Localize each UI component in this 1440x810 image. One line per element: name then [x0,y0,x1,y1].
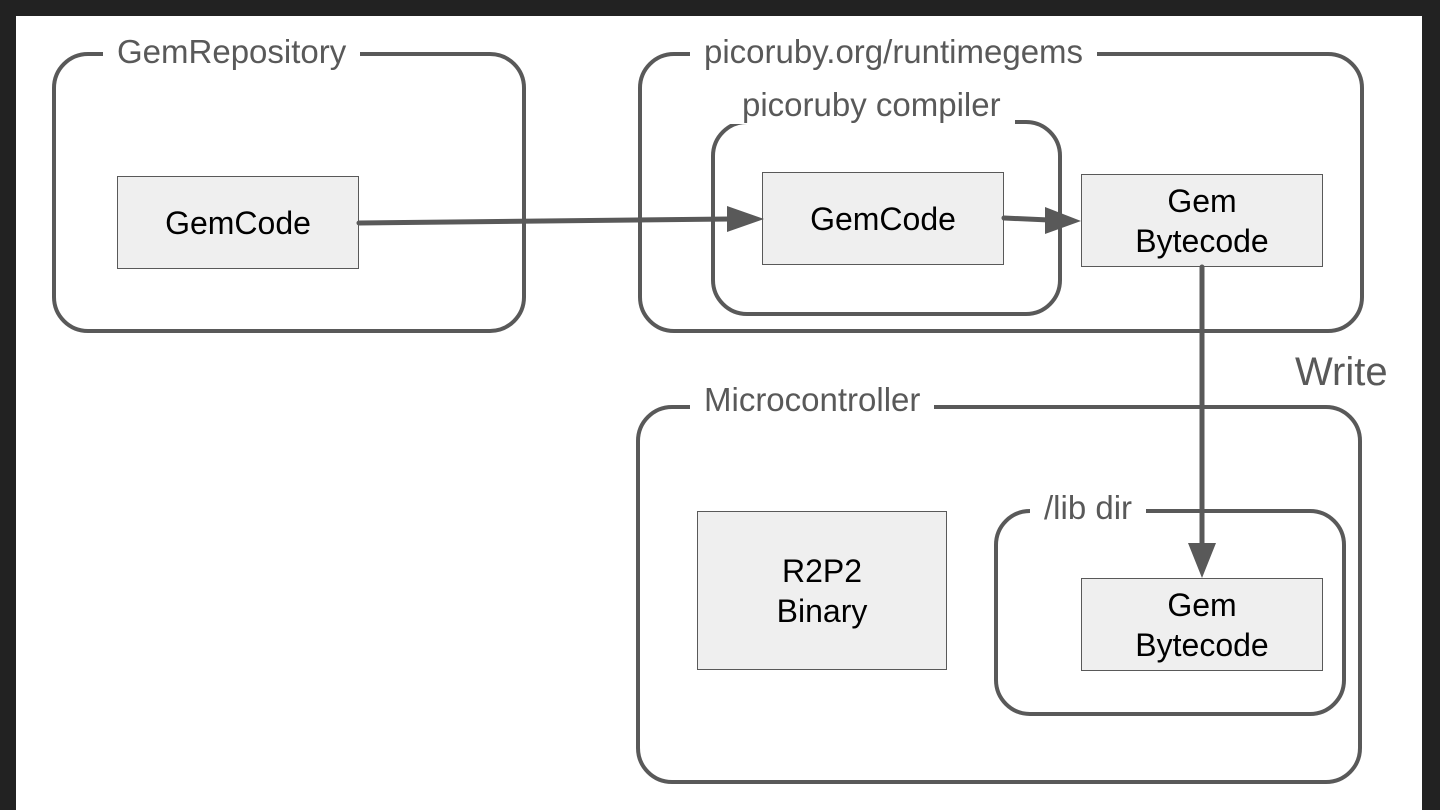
edge-repo-to-compiler [356,216,733,226]
arrowhead-repo-to-compiler [727,206,764,232]
group-label-compiler: picoruby compiler [728,86,1015,124]
group-label-microcontroller: Microcontroller [690,381,935,419]
group-lib-dir [994,509,1346,716]
node-r2p2-binary: R2P2 Binary [697,511,947,670]
edge-label-write: Write [1295,350,1388,394]
node-repo-gemcode-label: GemCode [165,204,311,241]
node-repo-gemcode: GemCode [117,176,359,269]
group-label-runtimegems: picoruby.org/runtimegems [690,33,1098,71]
group-label-gem-repository: GemRepository [103,33,361,71]
group-microcontroller [636,405,1362,784]
node-gem-bytecode-server-label: Gem Bytecode [1135,182,1269,259]
node-gem-bytecode-device-label: Gem Bytecode [1135,586,1269,663]
group-label-lib-dir: /lib dir [1030,489,1147,527]
node-compiler-gemcode-label: GemCode [810,200,956,237]
edge-compiler-to-bytecode [1001,215,1052,223]
node-gem-bytecode-device: Gem Bytecode [1081,578,1323,671]
node-r2p2-binary-label: R2P2 Binary [776,552,868,629]
node-gem-bytecode-server: Gem Bytecode [1081,174,1323,267]
arrowhead-compiler-to-bytecode [1045,207,1081,234]
arrowhead-write [1188,543,1216,578]
